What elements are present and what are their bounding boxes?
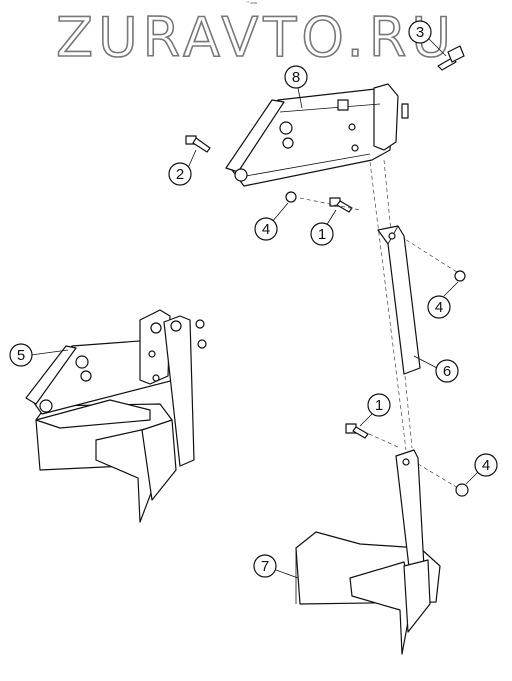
tiny-header-text: °° ooo [246,0,257,5]
assembled-unit-part-5 [25,309,207,523]
bolt-part-1a [329,197,353,213]
callout-4-circle-a [254,217,278,241]
callout-1-circle-b [367,393,391,417]
callout-6: 6 [443,363,451,380]
callout-4a: 4 [262,221,270,238]
bolt-part-2 [185,135,211,153]
callout-7-circle [253,554,277,578]
callout-1-circle-a [310,222,334,246]
callout-4-circle-b [427,295,451,319]
callout-2-circle [168,162,192,186]
strut-part-6 [377,225,421,375]
watermark-logo: ZURAVTO.RU [55,5,456,70]
nut-part-4b [454,270,466,282]
callout-1a: 1 [318,226,326,243]
callout-3: 3 [416,24,424,41]
bolt-part-3 [437,45,465,71]
alignment-line-4 [399,235,461,275]
callout-5: 5 [17,347,25,364]
callout-4b: 4 [435,299,443,316]
callout-6-circle [435,359,459,383]
callout-4c: 4 [482,457,490,474]
callout-3-circle [408,20,432,44]
alignment-line-2 [383,159,413,449]
callout-8-circle [284,65,308,89]
callout-5-circle [9,343,33,367]
callout-8: 8 [292,69,300,86]
plow-body-part-7 [295,449,441,655]
callout-2: 2 [176,166,184,183]
alignment-line-3 [299,197,361,211]
bolt-part-1b [345,423,369,439]
nut-part-4c [455,483,469,497]
bracket-part-8 [225,83,409,187]
callout-1b: 1 [375,397,383,414]
alignment-line-6 [417,463,459,489]
alignment-line-1 [369,161,407,451]
nut-part-4a [285,191,297,203]
callout-7: 7 [261,558,269,575]
callout-4-circle-c [474,453,498,477]
